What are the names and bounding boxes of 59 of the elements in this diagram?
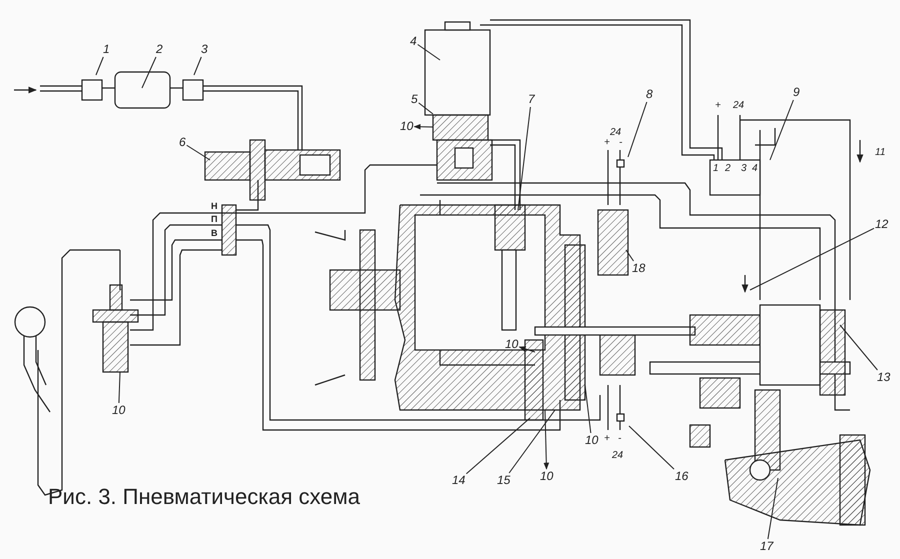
sign-label: - <box>618 433 622 444</box>
arrow <box>544 410 550 470</box>
leader-line <box>584 384 592 434</box>
leader-line <box>418 102 434 114</box>
callout-number: 17 <box>760 540 774 553</box>
leader-line <box>626 250 634 262</box>
callout-number: 10 <box>505 338 518 351</box>
terminal-number: 2 <box>725 163 731 174</box>
callout-number: 15 <box>497 474 510 487</box>
leader-line <box>142 56 156 88</box>
leader-line <box>770 100 794 160</box>
leader-line <box>767 478 778 540</box>
callout-number: 10 <box>400 120 414 133</box>
leader-line <box>518 106 531 210</box>
arrow <box>518 346 536 352</box>
callout-number: 10 <box>585 434 598 447</box>
leader-line <box>186 144 210 160</box>
leader-line <box>96 56 104 76</box>
terminal-number: 3 <box>741 163 747 174</box>
leader-line <box>118 372 120 404</box>
callout-number: 10 <box>540 470 554 483</box>
leader-line <box>466 418 530 474</box>
position-label: П <box>211 214 218 225</box>
voltage-label: 24 <box>610 127 622 138</box>
callout-number: 10 <box>112 404 126 417</box>
leader-line <box>628 426 674 470</box>
callout-number: 5 <box>411 93 418 106</box>
sign-label: + <box>604 433 610 444</box>
leader-line <box>417 44 440 60</box>
sign-label: - <box>619 137 622 148</box>
leader-line <box>750 228 874 290</box>
terminal-number: 4 <box>752 163 758 174</box>
voltage-label: 24 <box>612 450 624 461</box>
callout-number: 2 <box>156 43 163 56</box>
callout-number: 9 <box>793 86 800 99</box>
callout-number: 8 <box>646 88 653 101</box>
leader-line <box>508 410 556 474</box>
callout-number: 1 <box>103 43 110 56</box>
callout-number: 7 <box>528 93 535 106</box>
position-label: В <box>211 228 218 239</box>
leader-line <box>840 324 878 370</box>
sign-label: + <box>604 137 610 148</box>
callout-number: 6 <box>179 136 186 149</box>
leader-line <box>194 56 202 76</box>
position-label: Н <box>211 201 218 212</box>
callout-number: 16 <box>675 470 688 483</box>
callout-number: 13 <box>877 371 890 384</box>
sign-label: + <box>715 100 721 111</box>
leader-line <box>628 102 648 158</box>
callout-number: 12 <box>875 218 888 231</box>
callout-number: 11 <box>875 147 886 158</box>
callout-number: 18 <box>632 262 646 275</box>
figure-caption: Рис. 3. Пневматическая схема <box>48 484 360 510</box>
callout-number: 3 <box>201 43 208 56</box>
arrow <box>414 124 434 130</box>
voltage-label: 24 <box>733 100 744 111</box>
callout-number: 14 <box>452 474 466 487</box>
terminal-number: 1 <box>713 163 719 174</box>
callout-number: 4 <box>410 35 417 48</box>
